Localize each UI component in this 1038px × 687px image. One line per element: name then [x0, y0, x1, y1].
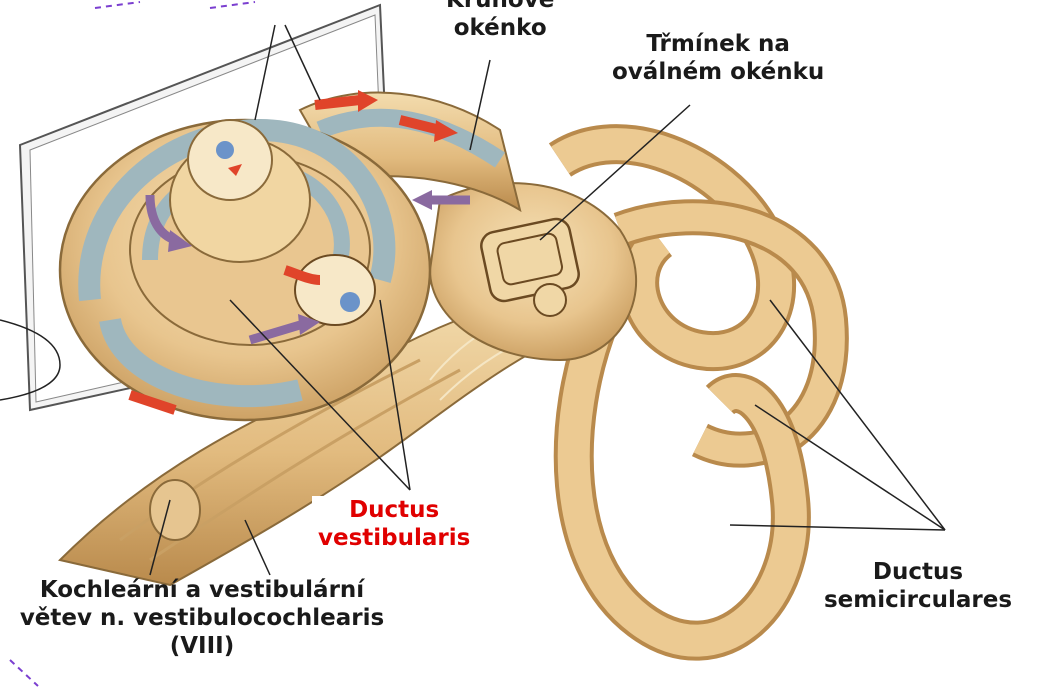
ductus-semicirculares-label-line1: Ductus: [808, 558, 1028, 586]
stapes-label-line2: oválném okénku: [612, 58, 824, 86]
nerve-label-line3: (VIII): [0, 632, 412, 660]
stapes-label-line1: Třmínek na: [612, 30, 824, 58]
stapes-label: Třmínek na oválném okénku: [606, 30, 830, 86]
ductus-vestibularis-label-line1: Ductus: [318, 496, 470, 524]
ductus-vestibularis-label-line2: vestibularis: [318, 524, 470, 552]
cochlea: [60, 120, 430, 420]
round-window-label-line1: Kruhové: [446, 0, 554, 14]
round-window-label: Kruhové okénko: [440, 0, 560, 42]
nerve-label-line1: Kochleární a vestibulární: [0, 576, 412, 604]
ductus-semicirculares-label-line2: semicirculares: [808, 586, 1028, 614]
round-window-label-line2: okénko: [446, 14, 554, 42]
ductus-semicirculares-label: Ductus semicirculares: [808, 558, 1028, 614]
nerve-label-line2: větev n. vestibulocochlearis: [0, 604, 412, 632]
ductus-vestibularis-label: Ductus vestibularis: [312, 496, 476, 552]
nerve-label: Kochleární a vestibulární větev n. vesti…: [0, 576, 412, 660]
